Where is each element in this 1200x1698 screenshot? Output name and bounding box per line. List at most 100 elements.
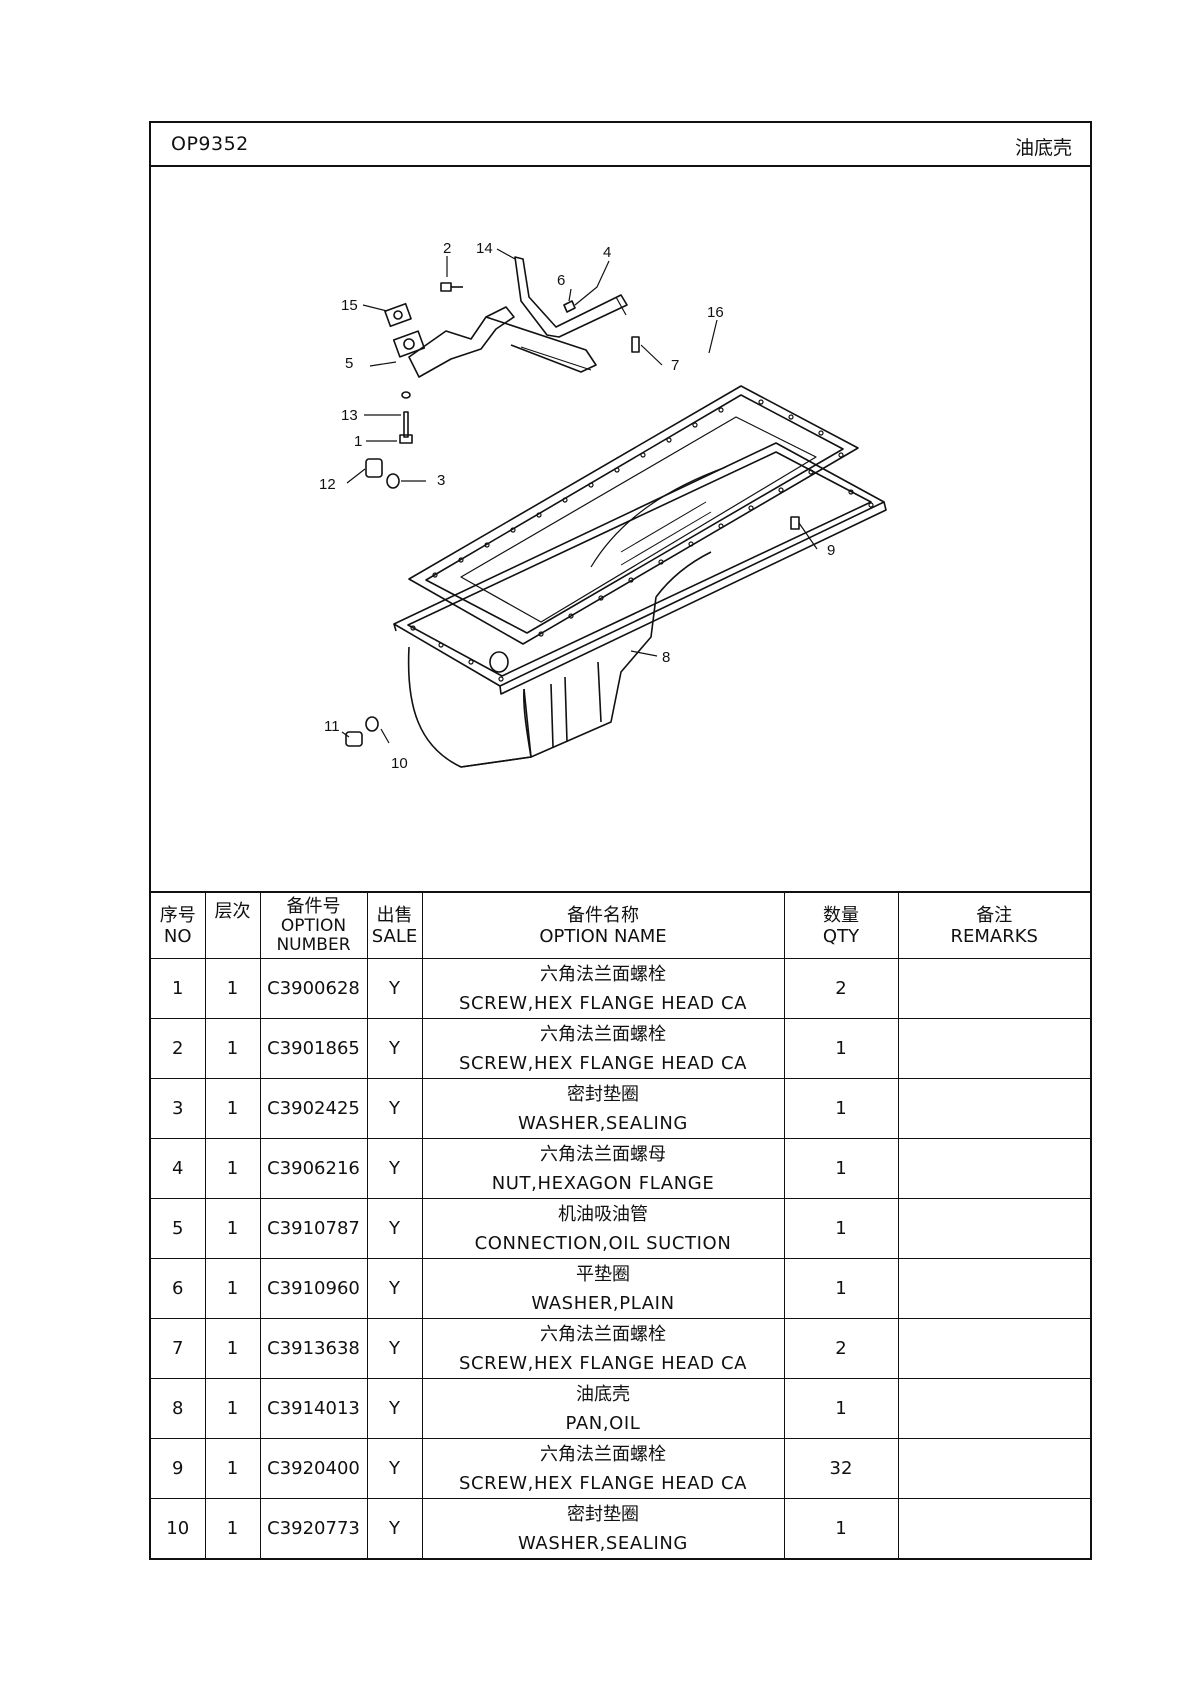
cell-qty: 1 <box>783 1498 899 1558</box>
callout-15: 15 <box>341 297 358 314</box>
cell-sale: Y <box>366 1198 423 1259</box>
cell-sale: Y <box>366 1258 423 1319</box>
gasket-bolt-holes <box>410 399 874 682</box>
cell-part-number: C3900628 <box>259 958 368 1019</box>
cell-level: 1 <box>204 958 261 1019</box>
cell-sale: Y <box>366 1138 423 1199</box>
cell-remarks <box>897 1138 1090 1199</box>
cell-sale: Y <box>366 1438 423 1499</box>
cell-no: 8 <box>151 1378 206 1439</box>
callout-14: 14 <box>476 240 493 257</box>
cell-no: 1 <box>151 958 206 1019</box>
cell-remarks <box>897 1378 1090 1439</box>
cell-level: 1 <box>204 1198 261 1259</box>
cell-level: 1 <box>204 1138 261 1199</box>
cell-no: 6 <box>151 1258 206 1319</box>
cell-part-number: C3920400 <box>259 1438 368 1499</box>
callout-3: 3 <box>437 472 445 489</box>
cell-part-number: C3913638 <box>259 1318 368 1379</box>
cell-level: 1 <box>204 1078 261 1139</box>
cell-sale: Y <box>366 958 423 1019</box>
cell-no: 10 <box>151 1498 206 1558</box>
callout-6: 6 <box>557 272 565 289</box>
cell-part-number: C3902425 <box>259 1078 368 1139</box>
cell-level: 1 <box>204 1258 261 1319</box>
suction-pipe-part <box>384 302 597 378</box>
cell-part-number: C3920773 <box>259 1498 368 1558</box>
callout-12: 12 <box>319 476 336 493</box>
cell-qty: 1 <box>783 1198 899 1259</box>
option-code: OP9352 <box>171 133 249 155</box>
callout-9: 9 <box>827 542 835 559</box>
cell-remarks <box>897 1258 1090 1319</box>
cell-level: 1 <box>204 1438 261 1499</box>
cell-sale: Y <box>366 1018 423 1079</box>
cell-part-number: C3910787 <box>259 1198 368 1259</box>
callout-13: 13 <box>341 407 358 424</box>
cell-qty: 2 <box>783 1318 899 1379</box>
cell-qty: 1 <box>783 1258 899 1319</box>
callout-7: 7 <box>671 357 679 374</box>
cell-sale: Y <box>366 1378 423 1439</box>
cell-sale: Y <box>366 1078 423 1139</box>
cell-remarks <box>897 1078 1090 1139</box>
pan-gasket-part <box>408 385 859 645</box>
bracket-part <box>514 256 628 338</box>
cell-remarks <box>897 1498 1090 1558</box>
callout-4: 4 <box>603 244 611 261</box>
callout-16: 16 <box>707 304 724 321</box>
cell-no: 9 <box>151 1438 206 1499</box>
cell-remarks <box>897 1438 1090 1499</box>
cell-sale: Y <box>366 1498 423 1558</box>
cell-no: 5 <box>151 1198 206 1259</box>
cell-remarks <box>897 1318 1090 1379</box>
cell-remarks <box>897 958 1090 1019</box>
cell-qty: 2 <box>783 958 899 1019</box>
cell-no: 3 <box>151 1078 206 1139</box>
cell-no: 4 <box>151 1138 206 1199</box>
cell-remarks <box>897 1018 1090 1079</box>
cell-part-number: C3901865 <box>259 1018 368 1079</box>
callout-1: 1 <box>354 433 362 450</box>
cell-no: 2 <box>151 1018 206 1079</box>
cell-level: 1 <box>204 1318 261 1379</box>
oil-pan-part <box>393 442 887 768</box>
fasteners <box>345 282 800 747</box>
assembly-title: 油底壳 <box>1014 137 1072 159</box>
oil-pan-drawing: 1 2 3 4 5 6 7 8 9 10 11 12 13 14 15 16 <box>319 240 887 772</box>
cell-part-number: C3914013 <box>259 1378 368 1439</box>
callout-labels: 1 2 3 4 5 6 7 8 9 10 11 12 13 14 15 16 <box>319 240 835 772</box>
cell-remarks <box>897 1198 1090 1259</box>
exploded-diagram: 1 2 3 4 5 6 7 8 9 10 11 12 13 14 15 16 <box>151 167 1090 893</box>
leader-lines <box>341 248 818 744</box>
callout-8: 8 <box>662 649 670 666</box>
cell-no: 7 <box>151 1318 206 1379</box>
title-bar: OP9352 油底壳 <box>151 123 1090 167</box>
